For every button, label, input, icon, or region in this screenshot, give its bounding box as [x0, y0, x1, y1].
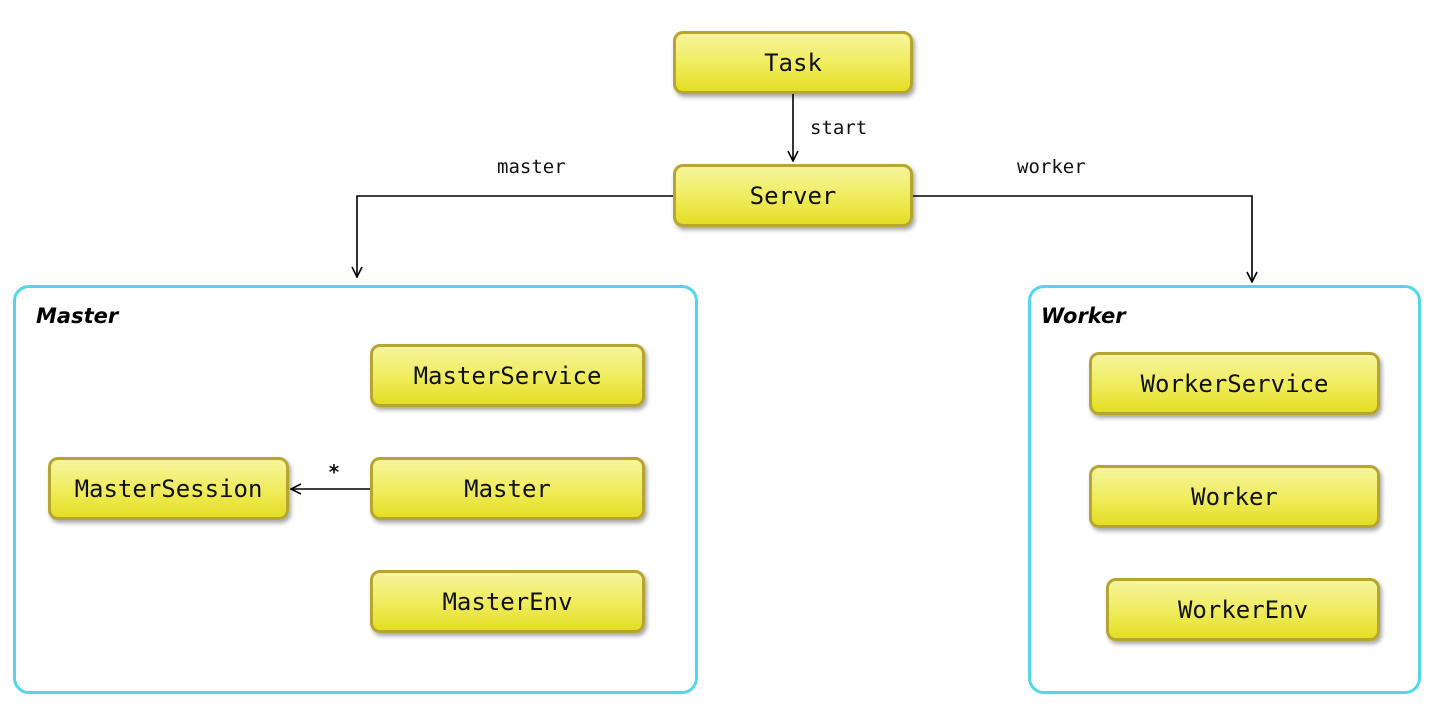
edge-server-to-worker: [913, 195, 1252, 282]
worker-service-node[interactable]: WorkerService: [1089, 352, 1380, 415]
master-env-node[interactable]: MasterEnv: [370, 570, 645, 633]
worker-edge-label: worker: [1017, 156, 1086, 178]
server-node[interactable]: Server: [673, 164, 913, 227]
worker-container-title: Worker: [1041, 304, 1126, 328]
start-edge-label: start: [810, 117, 868, 139]
master-service-node[interactable]: MasterService: [370, 344, 645, 407]
edge-server-to-master: [357, 195, 675, 277]
master-container-title: Master: [36, 304, 119, 328]
master-edge-label: master: [497, 156, 566, 178]
task-node[interactable]: Task: [673, 31, 913, 94]
master-node[interactable]: Master: [370, 457, 645, 520]
worker-node[interactable]: Worker: [1089, 465, 1380, 528]
master-session-node[interactable]: MasterSession: [48, 457, 289, 520]
session-multiplicity-label: *: [328, 460, 341, 484]
worker-env-node[interactable]: WorkerEnv: [1106, 578, 1380, 641]
